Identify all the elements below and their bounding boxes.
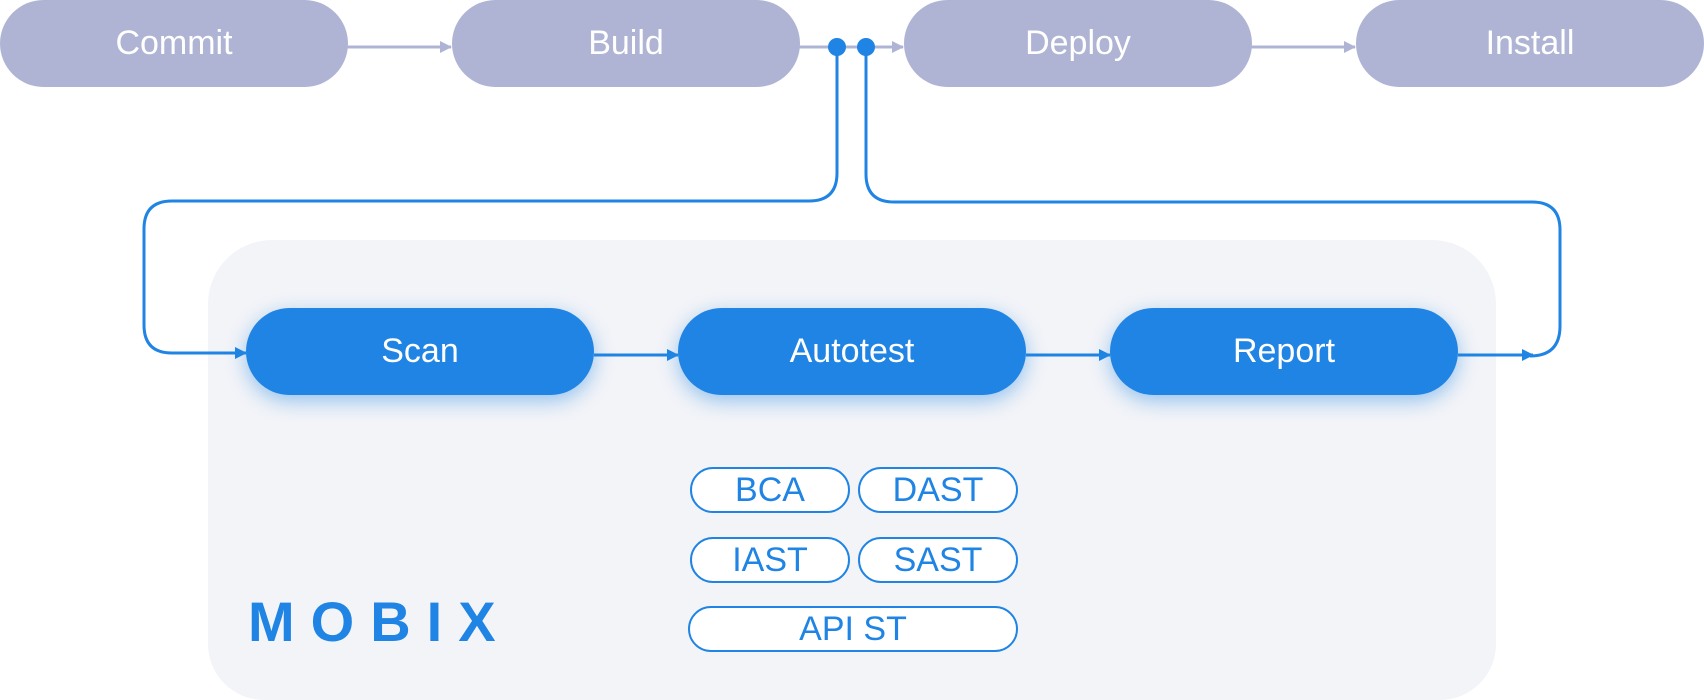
stage-deploy[interactable]: Deploy [904, 0, 1252, 87]
junction-dot-out [828, 38, 846, 56]
stage-build[interactable]: Build [452, 0, 800, 87]
tag-iast: IAST [690, 537, 850, 583]
stage-report[interactable]: Report [1110, 308, 1458, 395]
mobix-logo: MOBIX [248, 590, 512, 653]
stage-install[interactable]: Install [1356, 0, 1704, 87]
junction-dot-in [857, 38, 875, 56]
branch-build-to-scan [142, 47, 839, 359]
stage-commit[interactable]: Commit [0, 0, 348, 87]
tag-api-st: API ST [688, 606, 1018, 652]
stage-scan[interactable]: Scan [246, 308, 594, 395]
tag-dast: DAST [858, 467, 1018, 513]
tag-sast: SAST [858, 537, 1018, 583]
stage-autotest[interactable]: Autotest [678, 308, 1026, 395]
branch-report-to-deploy [864, 47, 1562, 358]
tag-bca: BCA [690, 467, 850, 513]
